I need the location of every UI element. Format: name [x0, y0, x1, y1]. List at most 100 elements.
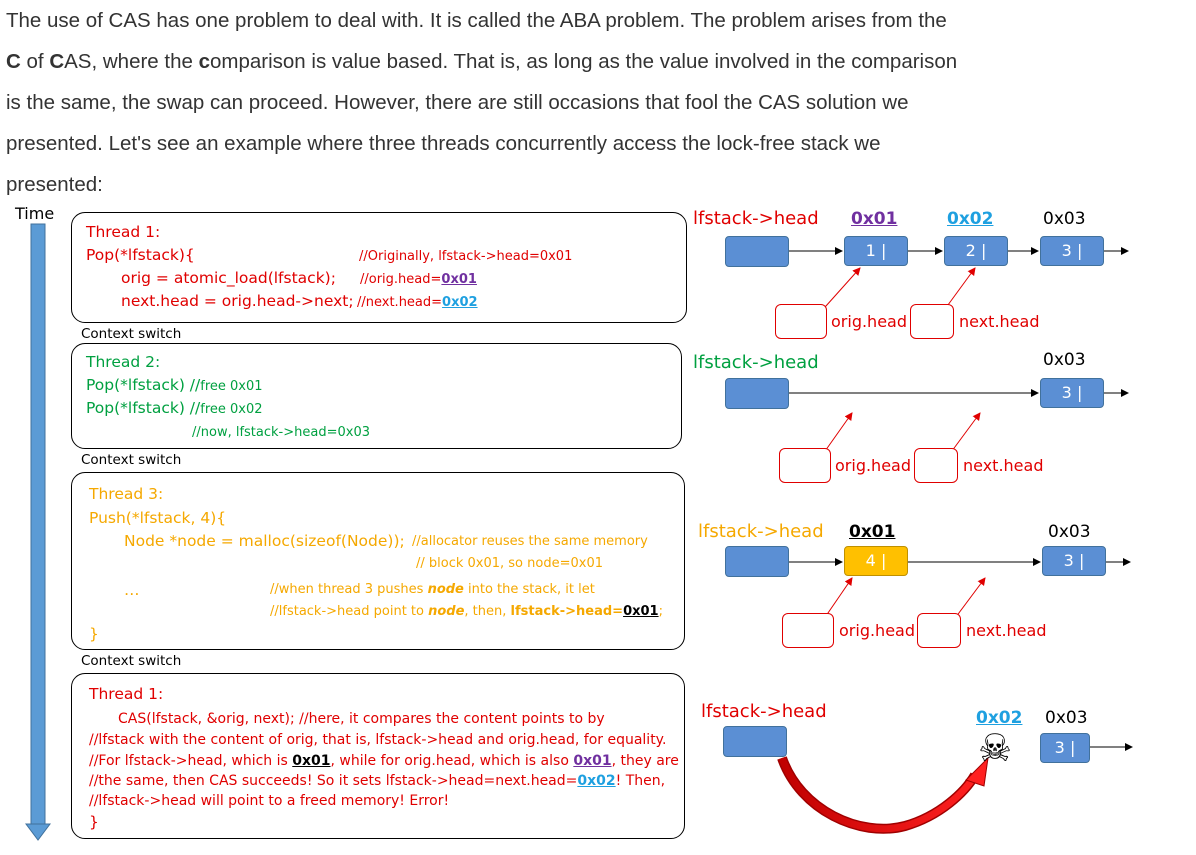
addr-value: 0x02: [577, 773, 616, 789]
code-comment: free 0x02: [200, 402, 263, 417]
code-comment: //the same, then CAS succeeds! So it set…: [89, 773, 665, 789]
code-comment: //when thread 3 pushes node into the sta…: [270, 582, 595, 597]
intro-text: omparison is value based. That is, as lo…: [210, 50, 958, 73]
code-brace: }: [89, 625, 99, 643]
time-axis-arrow: [25, 223, 51, 841]
code-comment: //allocator reuses the same memory: [412, 534, 648, 549]
next-head-label: next.head: [966, 621, 1047, 640]
orig-head-pointer: [779, 448, 831, 483]
addr-value: 0x02: [442, 295, 478, 310]
curved-red-arrow: [777, 756, 989, 834]
stack-node-3: 3 |: [1040, 733, 1090, 763]
thread1-box: Thread 1: Pop(*lfstack){ //Originally, l…: [71, 212, 687, 323]
code-emph: node: [428, 604, 465, 619]
code-emph: lfstack->head=: [510, 604, 624, 619]
code-comment-text: ;: [658, 604, 663, 619]
code-comment: //orig.head=0x01: [360, 272, 477, 287]
thread2-box: Thread 2: Pop(*lfstack) //free 0x01 Pop(…: [71, 343, 682, 449]
code-line: next.head = orig.head->next;: [121, 292, 354, 310]
orig-head-label: orig.head: [839, 621, 915, 640]
code-line: Push(*lfstack, 4){: [89, 509, 227, 527]
code-line: Pop(*lfstack) //free 0x01: [86, 376, 263, 394]
lfstack-head-label: lfstack->head: [693, 352, 819, 373]
code-ellipsis: …: [124, 581, 140, 599]
address-0x03: 0x03: [1045, 708, 1088, 728]
addr-value: 0x01: [623, 604, 659, 619]
address-0x03: 0x03: [1043, 209, 1086, 229]
thread1-title: Thread 1:: [89, 685, 164, 703]
head-pointer-node: [725, 546, 789, 577]
head-pointer-node: [725, 378, 789, 409]
code-comment-text: //next.head=: [357, 295, 443, 310]
code-comment-text: //lfstack->head point to: [270, 604, 429, 619]
code-comment-text: , they are: [611, 753, 679, 769]
code-comment: // block 0x01, so node=0x01: [416, 556, 603, 571]
thread1-title: Thread 1:: [86, 223, 161, 241]
head-pointer-node: [723, 726, 787, 757]
bold-letter: C: [6, 50, 21, 73]
code-line: Pop(*lfstack){: [86, 246, 195, 264]
address-0x03: 0x03: [1043, 350, 1086, 370]
thread3-title: Thread 3:: [89, 485, 164, 503]
context-switch-label: Context switch: [81, 326, 182, 342]
code-comment: free 0x01: [200, 379, 263, 394]
code-comment: //next.head=0x02: [357, 295, 478, 310]
next-head-label: next.head: [963, 456, 1044, 475]
context-switch-label: Context switch: [81, 653, 182, 669]
next-head-pointer: [917, 613, 961, 648]
stack-node-3: 3 |: [1042, 546, 1106, 576]
code-comment-text: //when thread 3 pushes: [270, 582, 428, 597]
code-comment-text: //orig.head=: [360, 272, 442, 287]
address-0x01: 0x01: [851, 209, 898, 229]
intro-line: C of CAS, where the comparison is value …: [6, 41, 1186, 82]
bold-letter: C: [49, 50, 65, 73]
code-text: Pop(*lfstack) //: [86, 376, 201, 394]
code-line: CAS(lfstack, &orig, next); //here, it co…: [118, 711, 605, 727]
address-0x02: 0x02: [976, 708, 1023, 728]
code-brace: }: [89, 813, 99, 831]
code-comment-text: ! Then,: [615, 773, 666, 789]
orig-head-pointer: [775, 304, 827, 339]
orig-head-label: orig.head: [831, 312, 907, 331]
intro-line: The use of CAS has one problem to deal w…: [6, 9, 947, 32]
address-0x02: 0x02: [947, 209, 994, 229]
thread2-title: Thread 2:: [86, 353, 161, 371]
code-comment: //For lfstack->head, which is 0x01, whil…: [89, 753, 679, 769]
code-line: Pop(*lfstack) //free 0x02: [86, 399, 263, 417]
code-comment-text: , then,: [464, 604, 511, 619]
lfstack-head-label: lfstack->head: [698, 521, 824, 542]
code-comment: //lfstack with the content of orig, that…: [89, 732, 667, 748]
next-head-label: next.head: [959, 312, 1040, 331]
intro-text: of: [20, 50, 50, 73]
head-pointer-node: [725, 236, 789, 267]
stack-node-2: 2 |: [944, 236, 1008, 266]
code-comment-text: , while for orig.head, which is also: [330, 753, 574, 769]
next-head-pointer: [914, 448, 958, 483]
intro-text: AS, where the: [64, 50, 199, 73]
code-emph: node: [427, 582, 464, 597]
thread1-cas-box: Thread 1: CAS(lfstack, &orig, next); //h…: [71, 673, 685, 839]
code-comment-text: //For lfstack->head, which is: [89, 753, 293, 769]
stack-node-1: 1 |: [844, 236, 908, 266]
next-head-pointer: [910, 304, 954, 339]
stack-node-3: 3 |: [1040, 236, 1104, 266]
code-comment: //lfstack->head will point to a freed me…: [89, 793, 450, 809]
code-comment: //now, lfstack->head=0x03: [192, 425, 370, 440]
code-comment-text: //the same, then CAS succeeds! So it set…: [89, 773, 578, 789]
addr-value: 0x01: [441, 272, 477, 287]
bold-letter: c: [198, 50, 210, 73]
addr-value: 0x01: [573, 753, 612, 769]
time-label: Time: [15, 204, 55, 223]
addr-value: 0x01: [292, 753, 331, 769]
intro-line: presented. Let's see an example where th…: [6, 132, 881, 155]
thread3-box: Thread 3: Push(*lfstack, 4){ Node *node …: [71, 472, 685, 650]
context-switch-label: Context switch: [81, 452, 182, 468]
intro-line: is the same, the swap can proceed. Howev…: [6, 91, 909, 114]
code-line: Node *node = malloc(sizeof(Node));: [124, 532, 405, 550]
skull-icon: ☠: [978, 726, 1013, 770]
code-comment: //Originally, lfstack->head=0x01: [359, 249, 573, 264]
code-comment: //lfstack->head point to node, then, lfs…: [270, 604, 663, 619]
address-0x01: 0x01: [849, 522, 896, 542]
intro-line: presented:: [6, 173, 103, 196]
